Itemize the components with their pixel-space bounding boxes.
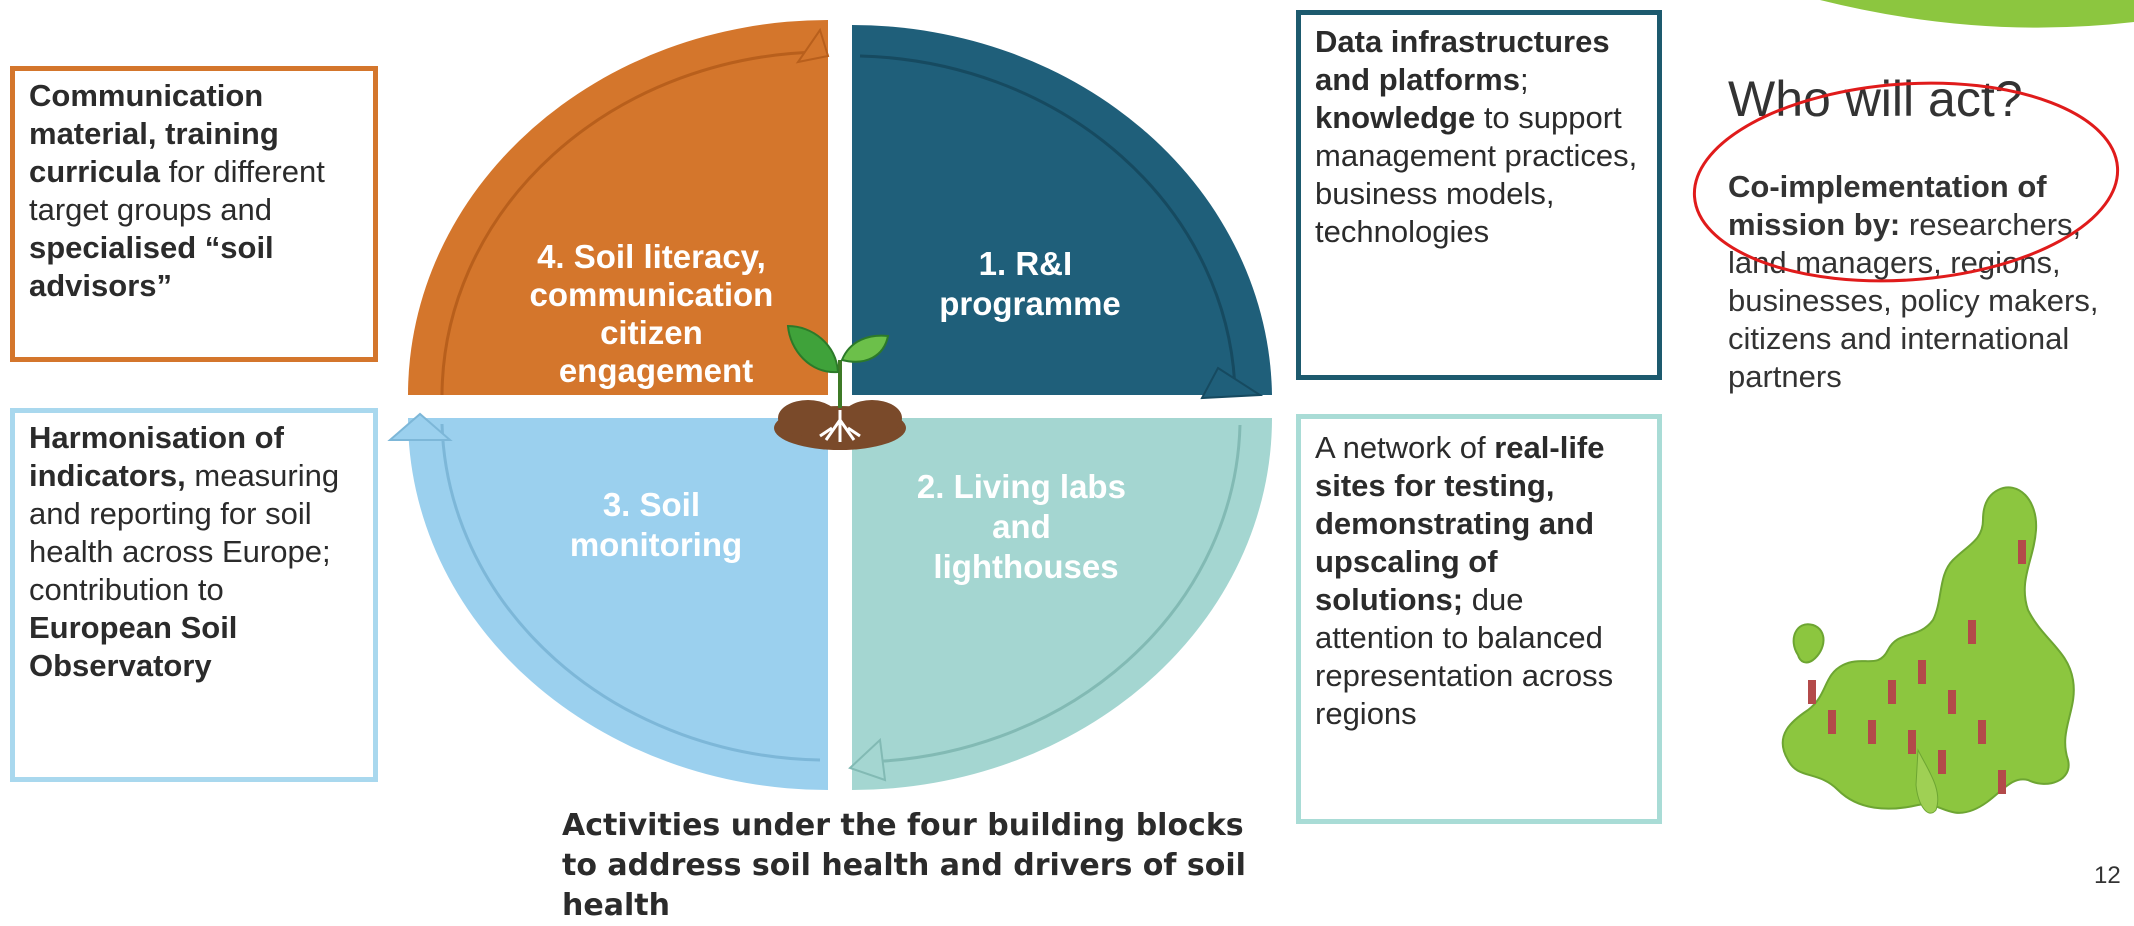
box-left-top-bold-1: Communication material, training curricu… — [29, 78, 279, 189]
box-left-bottom-text: measuring and reporting for soil health … — [29, 458, 340, 607]
box-right-bottom-bold: real-life sites for testing, demonstrati… — [1315, 430, 1605, 617]
who-bold-text: Co-implementation of mission by: — [1728, 169, 2047, 242]
arrow-arc-q2 — [861, 424, 1242, 764]
plant-sprout-icon — [774, 324, 906, 450]
box-left-top-text: for different target groups and — [29, 154, 325, 227]
communication-material-box: Communication material, training curricu… — [10, 66, 378, 362]
box-right-top-text-2: to support management practices, busines… — [1315, 100, 1638, 249]
living-labs-network-box: A network of real-life sites for testing… — [1296, 414, 1662, 824]
quadrant-3-label: 3. Soil monitoring — [570, 486, 742, 563]
page-number: 12 — [2094, 862, 2121, 889]
arrow-arc-q4 — [440, 50, 821, 396]
quadrant-1-shape — [852, 24, 1272, 395]
quadrant-4-label: 4. Soil literacy, communication citizen … — [529, 238, 782, 389]
box-right-top-bold-2: knowledge — [1315, 100, 1476, 135]
quadrant-2-label: 2. Living labs and lighthouses — [917, 468, 1135, 585]
building-blocks-diagram: 4. Soil literacy, communication citizen … — [387, 20, 1272, 790]
footer-caption: Activities under the four building block… — [562, 808, 1246, 923]
arrow-head-q2 — [848, 737, 887, 782]
box-right-bottom-text-2: due attention to balanced representation… — [1315, 582, 1614, 731]
arrow-head-q4 — [795, 27, 830, 64]
annotation-ellipse — [1692, 81, 2120, 283]
green-corner-decoration — [1820, 0, 2134, 28]
quadrant-2-shape — [852, 418, 1272, 790]
arrow-head-q1 — [1200, 366, 1264, 400]
box-left-bottom-bold-2: European Soil Observatory — [29, 610, 238, 683]
data-infrastructures-box: Data infrastructures and platforms; know… — [1296, 10, 1662, 380]
arrow-arc-q1 — [859, 54, 1237, 391]
harmonisation-indicators-box: Harmonisation of indicators, measuring a… — [10, 408, 378, 782]
quadrant-1-label: 1. R&I programme — [939, 245, 1121, 322]
quadrant-3-shape — [408, 418, 828, 790]
box-left-top-bold-2: specialised “soil advisors” — [29, 230, 274, 303]
box-right-top-bold-1: Data infrastructures and platforms — [1315, 24, 1610, 97]
arrow-head-q3 — [387, 412, 453, 441]
who-will-act-title: Who will act? — [1728, 71, 2023, 127]
arrow-arc-q3 — [440, 423, 821, 762]
box-right-top-text-1: ; — [1519, 62, 1529, 97]
quadrant-4-shape — [408, 20, 828, 395]
box-right-bottom-text-1: A network of — [1315, 430, 1495, 465]
europe-map-icon — [1781, 486, 2075, 814]
box-left-bottom-bold-1: Harmonisation of indicators, — [29, 420, 284, 493]
